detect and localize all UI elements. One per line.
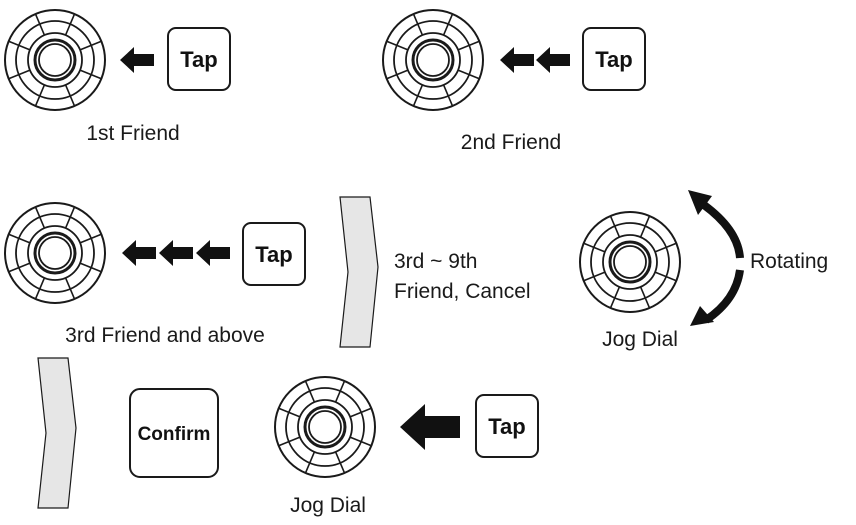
left-arrow-icon: [536, 47, 570, 73]
jog-dial-icon: [3, 8, 107, 112]
tap-button[interactable]: Tap: [582, 27, 646, 91]
label-jog-dial: Jog Dial: [290, 494, 366, 517]
left-arrow-icon: [196, 240, 230, 266]
label-rotating: Rotating: [750, 250, 828, 273]
tap-button-label: Tap: [488, 414, 525, 439]
left-arrow-icon: [120, 47, 154, 73]
label-friend-cancel: Friend, Cancel: [394, 280, 531, 303]
label-3rd-friend-and-above: 3rd Friend and above: [65, 324, 265, 347]
confirm-button-label: Confirm: [138, 424, 211, 445]
chevron-right-icon: [37, 357, 77, 509]
label-range: 3rd ~ 9th: [394, 250, 477, 273]
confirm-button[interactable]: Confirm: [129, 388, 219, 478]
tap-button-label: Tap: [180, 47, 217, 72]
left-arrow-icon: [400, 404, 460, 450]
chevron-right-icon: [339, 196, 379, 348]
jog-dial-icon: [273, 375, 377, 479]
tap-button-label: Tap: [595, 47, 632, 72]
tap-button-label: Tap: [255, 242, 292, 267]
tap-button[interactable]: Tap: [242, 222, 306, 286]
left-arrow-icon: [500, 47, 534, 73]
label-1st-friend: 1st Friend: [86, 122, 179, 145]
tap-button[interactable]: Tap: [167, 27, 231, 91]
tap-button[interactable]: Tap: [475, 394, 539, 458]
left-arrow-icon: [159, 240, 193, 266]
label-jog-dial: Jog Dial: [602, 328, 678, 351]
jog-dial-icon[interactable]: [578, 210, 682, 314]
jog-dial-icon: [3, 201, 107, 305]
jog-dial-icon: [381, 8, 485, 112]
rotate-arrow-icon: [688, 190, 744, 326]
label-2nd-friend: 2nd Friend: [461, 131, 561, 154]
left-arrow-icon: [122, 240, 156, 266]
